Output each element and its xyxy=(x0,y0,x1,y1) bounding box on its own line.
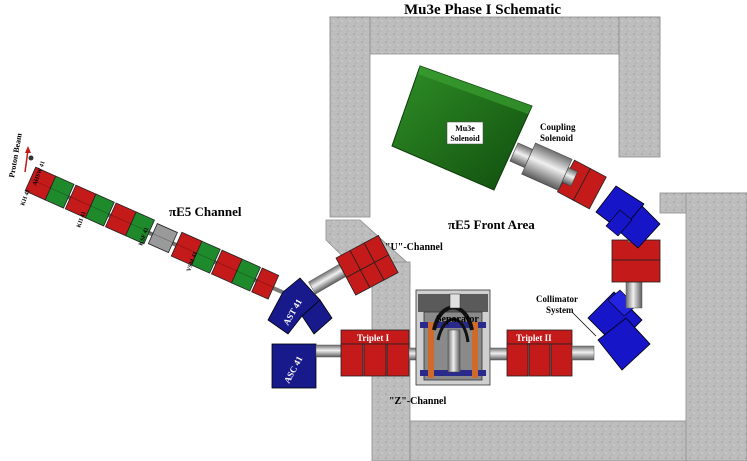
front-area-label: πE5 Front Area xyxy=(448,217,535,232)
collimator-pointer xyxy=(571,311,597,337)
mu3e-solenoid-label-1: Mu3e xyxy=(455,124,475,133)
kh41-label: KH 41 xyxy=(20,189,31,207)
pie5-channel-magnets xyxy=(24,166,280,300)
collimator-label-2: System xyxy=(546,305,574,315)
pipe-t2-collimator xyxy=(571,345,595,361)
asc41-magnet xyxy=(271,343,317,389)
pipe-to-collimator xyxy=(625,281,643,309)
coupling-solenoid-label-1: Coupling xyxy=(540,122,576,132)
z-channel-label: "Z"-Channel xyxy=(389,396,446,407)
mu3e-label-box xyxy=(446,121,484,145)
mu3e-solenoid-label-2: Solenoid xyxy=(450,134,480,143)
triplet-1-label: Triplet I xyxy=(357,333,390,343)
concrete-shielding xyxy=(325,16,747,461)
pie5-channel-label: πE5 Channel xyxy=(169,204,242,219)
u-channel-quads xyxy=(335,234,399,296)
page-title: Mu3e Phase I Schematic xyxy=(404,2,561,18)
separator-device xyxy=(415,289,491,386)
u-channel-label: "U"-Channel xyxy=(385,242,443,253)
triplet-1-magnets xyxy=(340,329,410,377)
triplet-2-label: Triplet II xyxy=(516,333,552,343)
proton-beam-label: Proton Beam xyxy=(7,132,24,178)
collimator-label-1: Collimator xyxy=(536,294,578,304)
proton-beam-arrow xyxy=(24,146,34,173)
ast41-magnet xyxy=(267,277,333,335)
triplet-2-magnets xyxy=(506,329,573,377)
asc-pipe xyxy=(315,344,345,358)
blue-bend-magnet xyxy=(595,185,661,249)
coupling-solenoid xyxy=(509,142,578,191)
kii41-label: KII 41 xyxy=(76,211,87,229)
separator-label: Separator xyxy=(436,314,479,325)
collimator-system xyxy=(587,289,651,371)
front-area-quads xyxy=(611,239,661,283)
coupling-solenoid-label-2: Solenoid xyxy=(540,133,573,143)
